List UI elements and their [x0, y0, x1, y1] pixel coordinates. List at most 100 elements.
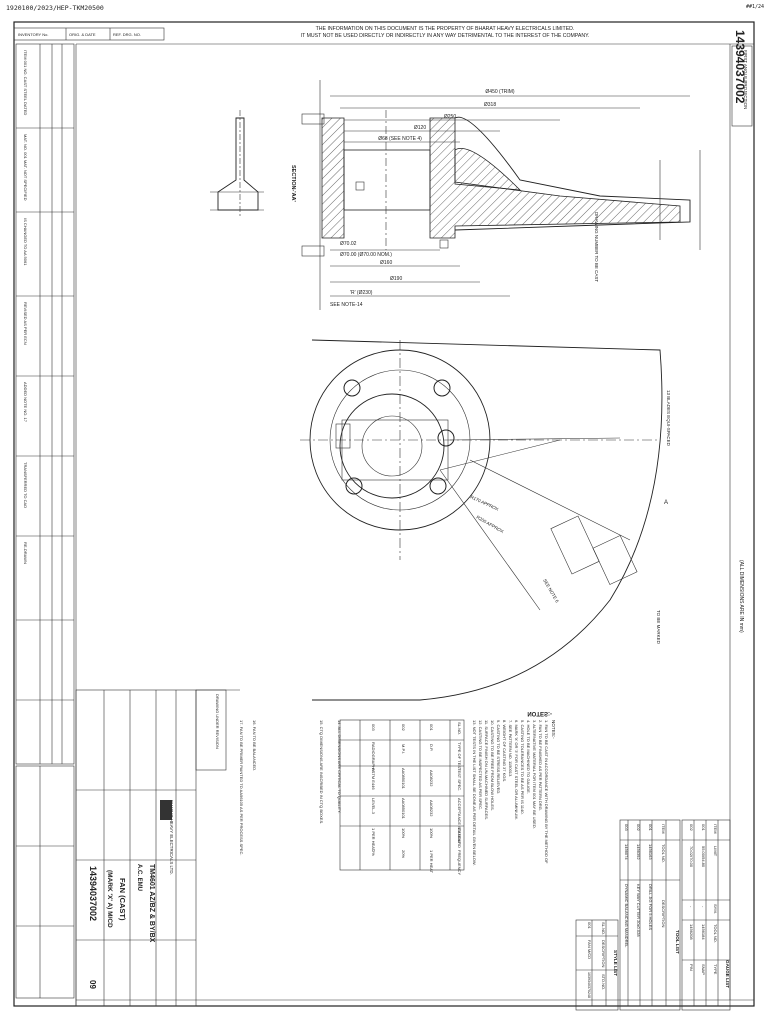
dim-160: Ø160	[380, 260, 392, 266]
note-7: 7. SEE PATTERN NO. 1150013.	[508, 720, 513, 777]
r200-label: R200 APPROX	[476, 515, 505, 535]
style-title: STYLE LIST	[613, 950, 618, 976]
svg-text:DRILL JIG FOR 5 HOLES: DRILL JIG FOR 5 HOLES	[648, 884, 653, 930]
svg-text:1456074: 1456074	[624, 844, 629, 860]
revision-note: DRAWING UNDER REVISION	[215, 694, 220, 749]
svg-text:DESCRIPTION: DESCRIPTION	[661, 900, 666, 927]
svg-text:TYPE: TYPE	[713, 964, 718, 975]
note-9: 9. CASTING TO BE STRESS RELIEVED.	[496, 720, 501, 794]
svg-text:SYM.: SYM.	[713, 904, 718, 914]
projection-label: FIRST ANGLE PROJECTION	[743, 50, 748, 109]
right-strip: FIRST ANGLE PROJECTION 14394037002	[731, 30, 753, 127]
sub-product: A.C. EMU	[136, 864, 142, 891]
test-h-freq: FREQUENCY	[457, 850, 462, 875]
rev-row-6: TRANSFERRED TO CAD	[23, 462, 28, 508]
rev-row-3: IS CHANGED TO AA 5061	[23, 218, 28, 266]
test-h-spec: TEST SPEC.	[457, 768, 462, 791]
box-ref: REF. DRG. NO.	[113, 32, 141, 37]
svg-text:M.P.I.: M.P.I.	[401, 744, 406, 754]
svg-text:100%: 100%	[401, 828, 406, 839]
section-view: Ø450 (TRIM) Ø318 Ø250 Ø120 Ø68 (SEE NOTE…	[290, 80, 701, 310]
blade-profile-detail	[210, 110, 264, 218]
note-1: 1. FAN TO BE CAST IN ACCORDANCE WITH DRA…	[544, 720, 549, 864]
box-inventory: INVENTORY No.	[18, 32, 48, 37]
company-name: BHARAT HEAVY ELECTRICALS LTD.	[169, 800, 174, 875]
dim-190: Ø190	[390, 276, 402, 282]
dim-230: 'R' (Ø230)	[350, 290, 373, 296]
title-sub: (MARK 'X' A) M/CD	[106, 870, 113, 928]
svg-text:PIN: PIN	[689, 964, 694, 971]
test-h-type: TYPE OF TEST	[457, 742, 462, 771]
note-15: 15. CTQ DIMENSIONS ARE INSCRIBED IN CTQ …	[319, 720, 324, 824]
svg-text:001: 001	[648, 824, 653, 831]
svg-text:003: 003	[624, 824, 629, 831]
note-11: 11. SURFACE FINISH ON UN-MACHINED SURFAC…	[484, 720, 489, 820]
svg-text:-: -	[701, 906, 706, 908]
note-6: 6. MARK 'X' OR '3' FOR CAST STEEL OR ALU…	[514, 720, 519, 820]
svg-text:DESCRIPTION: DESCRIPTION	[601, 940, 606, 967]
plan-view: 13 BLADES EQUI-SPACED SEE NOTE 6 TO BE M…	[300, 339, 671, 701]
top-left-boxes: INVENTORY No. ORIG. & DATE REF. DRG. NO.	[13, 27, 165, 41]
svg-text:002: 002	[636, 824, 641, 831]
svg-text:1456392: 1456392	[636, 844, 641, 860]
notes-list: NOTES:- 1. FAN TO BE CAST IN ACCORDANCE …	[239, 720, 556, 866]
product-name: TM4601 AZ/BZ & BY/BX	[148, 864, 155, 943]
svg-text:001: 001	[429, 724, 434, 731]
svg-text:RADIOGRAPHY: RADIOGRAPHY	[371, 742, 376, 772]
svg-text:001: 001	[701, 824, 706, 831]
title-main: FAN (CAST)	[118, 878, 127, 921]
notice-line-1: THE INFORMATION ON THIS DOCUMENT IS THE …	[316, 26, 575, 32]
svg-text:002: 002	[401, 724, 406, 731]
svg-text:1456208: 1456208	[689, 924, 694, 940]
notes-heading: NOTES:-	[527, 710, 552, 716]
svg-text:SNAP: SNAP	[701, 964, 706, 975]
dim-70-00: Ø70.00 (Ø70.00 NOM.)	[340, 252, 392, 258]
section-label: SECTION-'AA'	[290, 165, 296, 203]
note-8: 8. WEIGHT OF CASTING 37 KGS.	[502, 720, 507, 782]
rev-row-2: MAT. NO. 001 MAT. NOT SPECIFIED	[23, 134, 28, 201]
svg-text:1 PER HEAT: 1 PER HEAT	[371, 828, 376, 852]
note-12: 12. CASTING TO BE INSPECTED AS PER SPEC.	[478, 720, 483, 810]
drawing-number-top: 14394037002	[733, 30, 747, 104]
svg-text:AA08232: AA08232	[429, 770, 434, 787]
left-lower-block	[15, 765, 75, 999]
notes-heading-text: NOTES:-	[551, 720, 556, 739]
svg-text:20%: 20%	[401, 850, 406, 858]
section-a-marker: A	[664, 500, 668, 506]
svg-text:1039340370248: 1039340370248	[587, 972, 591, 998]
svg-text:STD.NO.: STD.NO.	[601, 974, 606, 990]
svg-text:001: 001	[587, 922, 592, 929]
tool-row-1: 001 1456163 DRILL JIG FOR 5 HOLES	[648, 824, 653, 930]
svg-text:DYNAMIC BALANCING MANDREL: DYNAMIC BALANCING MANDREL	[624, 884, 629, 948]
sheet-border	[13, 21, 755, 1007]
dim-450: Ø450 (TRIM)	[485, 89, 515, 95]
svg-text:TOOL NO.: TOOL NO.	[713, 924, 718, 943]
notes-block: NOTES:-	[527, 710, 552, 716]
sheet-number: 09	[88, 980, 97, 989]
svg-text:AA08232: AA08232	[429, 800, 434, 817]
gauge-row-1: 001 55.00/54.80 - 1456184 SNAP	[701, 824, 706, 975]
style-table: STYLE LIST SL.NO. DESCRIPTION STD.NO. 00…	[575, 919, 619, 1011]
svg-text:LEVEL-3: LEVEL-3	[371, 798, 376, 815]
svg-text:SL.NO.: SL.NO.	[601, 922, 606, 935]
rev-row-7: RE-DRAWN	[23, 542, 28, 564]
notice-line-2: IT MUST NOT BE USED DIRECTLY OR INDIRECT…	[301, 33, 590, 39]
see-note-6: SEE NOTE 6	[542, 578, 560, 604]
note-4: 4. HOLE TO BE MACHINED TO GAUGE.	[526, 720, 531, 794]
svg-text:KEY WAY CUTTER 20x0.028: KEY WAY CUTTER 20x0.028	[636, 884, 641, 937]
test-h-slno: SL.NO.	[457, 722, 462, 735]
box-orig: ORIG. & DATE	[69, 32, 96, 37]
svg-text:1 PER HEAT: 1 PER HEAT	[429, 850, 434, 874]
note-14: 14. ALL DIMENSIONS ARE CRITICAL TO QUALI…	[337, 720, 342, 814]
svg-text:55.00/54.80: 55.00/54.80	[701, 846, 706, 868]
tool-row-3: 003 1456074 DYNAMIC BALANCING MANDREL	[624, 824, 629, 948]
dim-70-02: Ø70.02	[340, 241, 357, 247]
r170-label: R170 APPROX	[470, 494, 500, 511]
gauge-title: GAUGE LIST	[725, 960, 730, 988]
rev-row-1: ITEM 001 NO. CAST STEEL DATED	[23, 50, 28, 115]
dims-note: (ALL DIMENSIONS ARE IN mm)	[738, 560, 744, 633]
svg-text:ITEM: ITEM	[661, 824, 666, 834]
note-16: 16. FAN TO BE BALANCED.	[252, 720, 257, 771]
test-table: SL.NO. TYPE OF TEST TEST SPEC. ACCEPTANC…	[339, 719, 465, 875]
tool-table: TOOL LIST ITEM TOOL NO. DESCRIPTION 001 …	[619, 819, 681, 1011]
